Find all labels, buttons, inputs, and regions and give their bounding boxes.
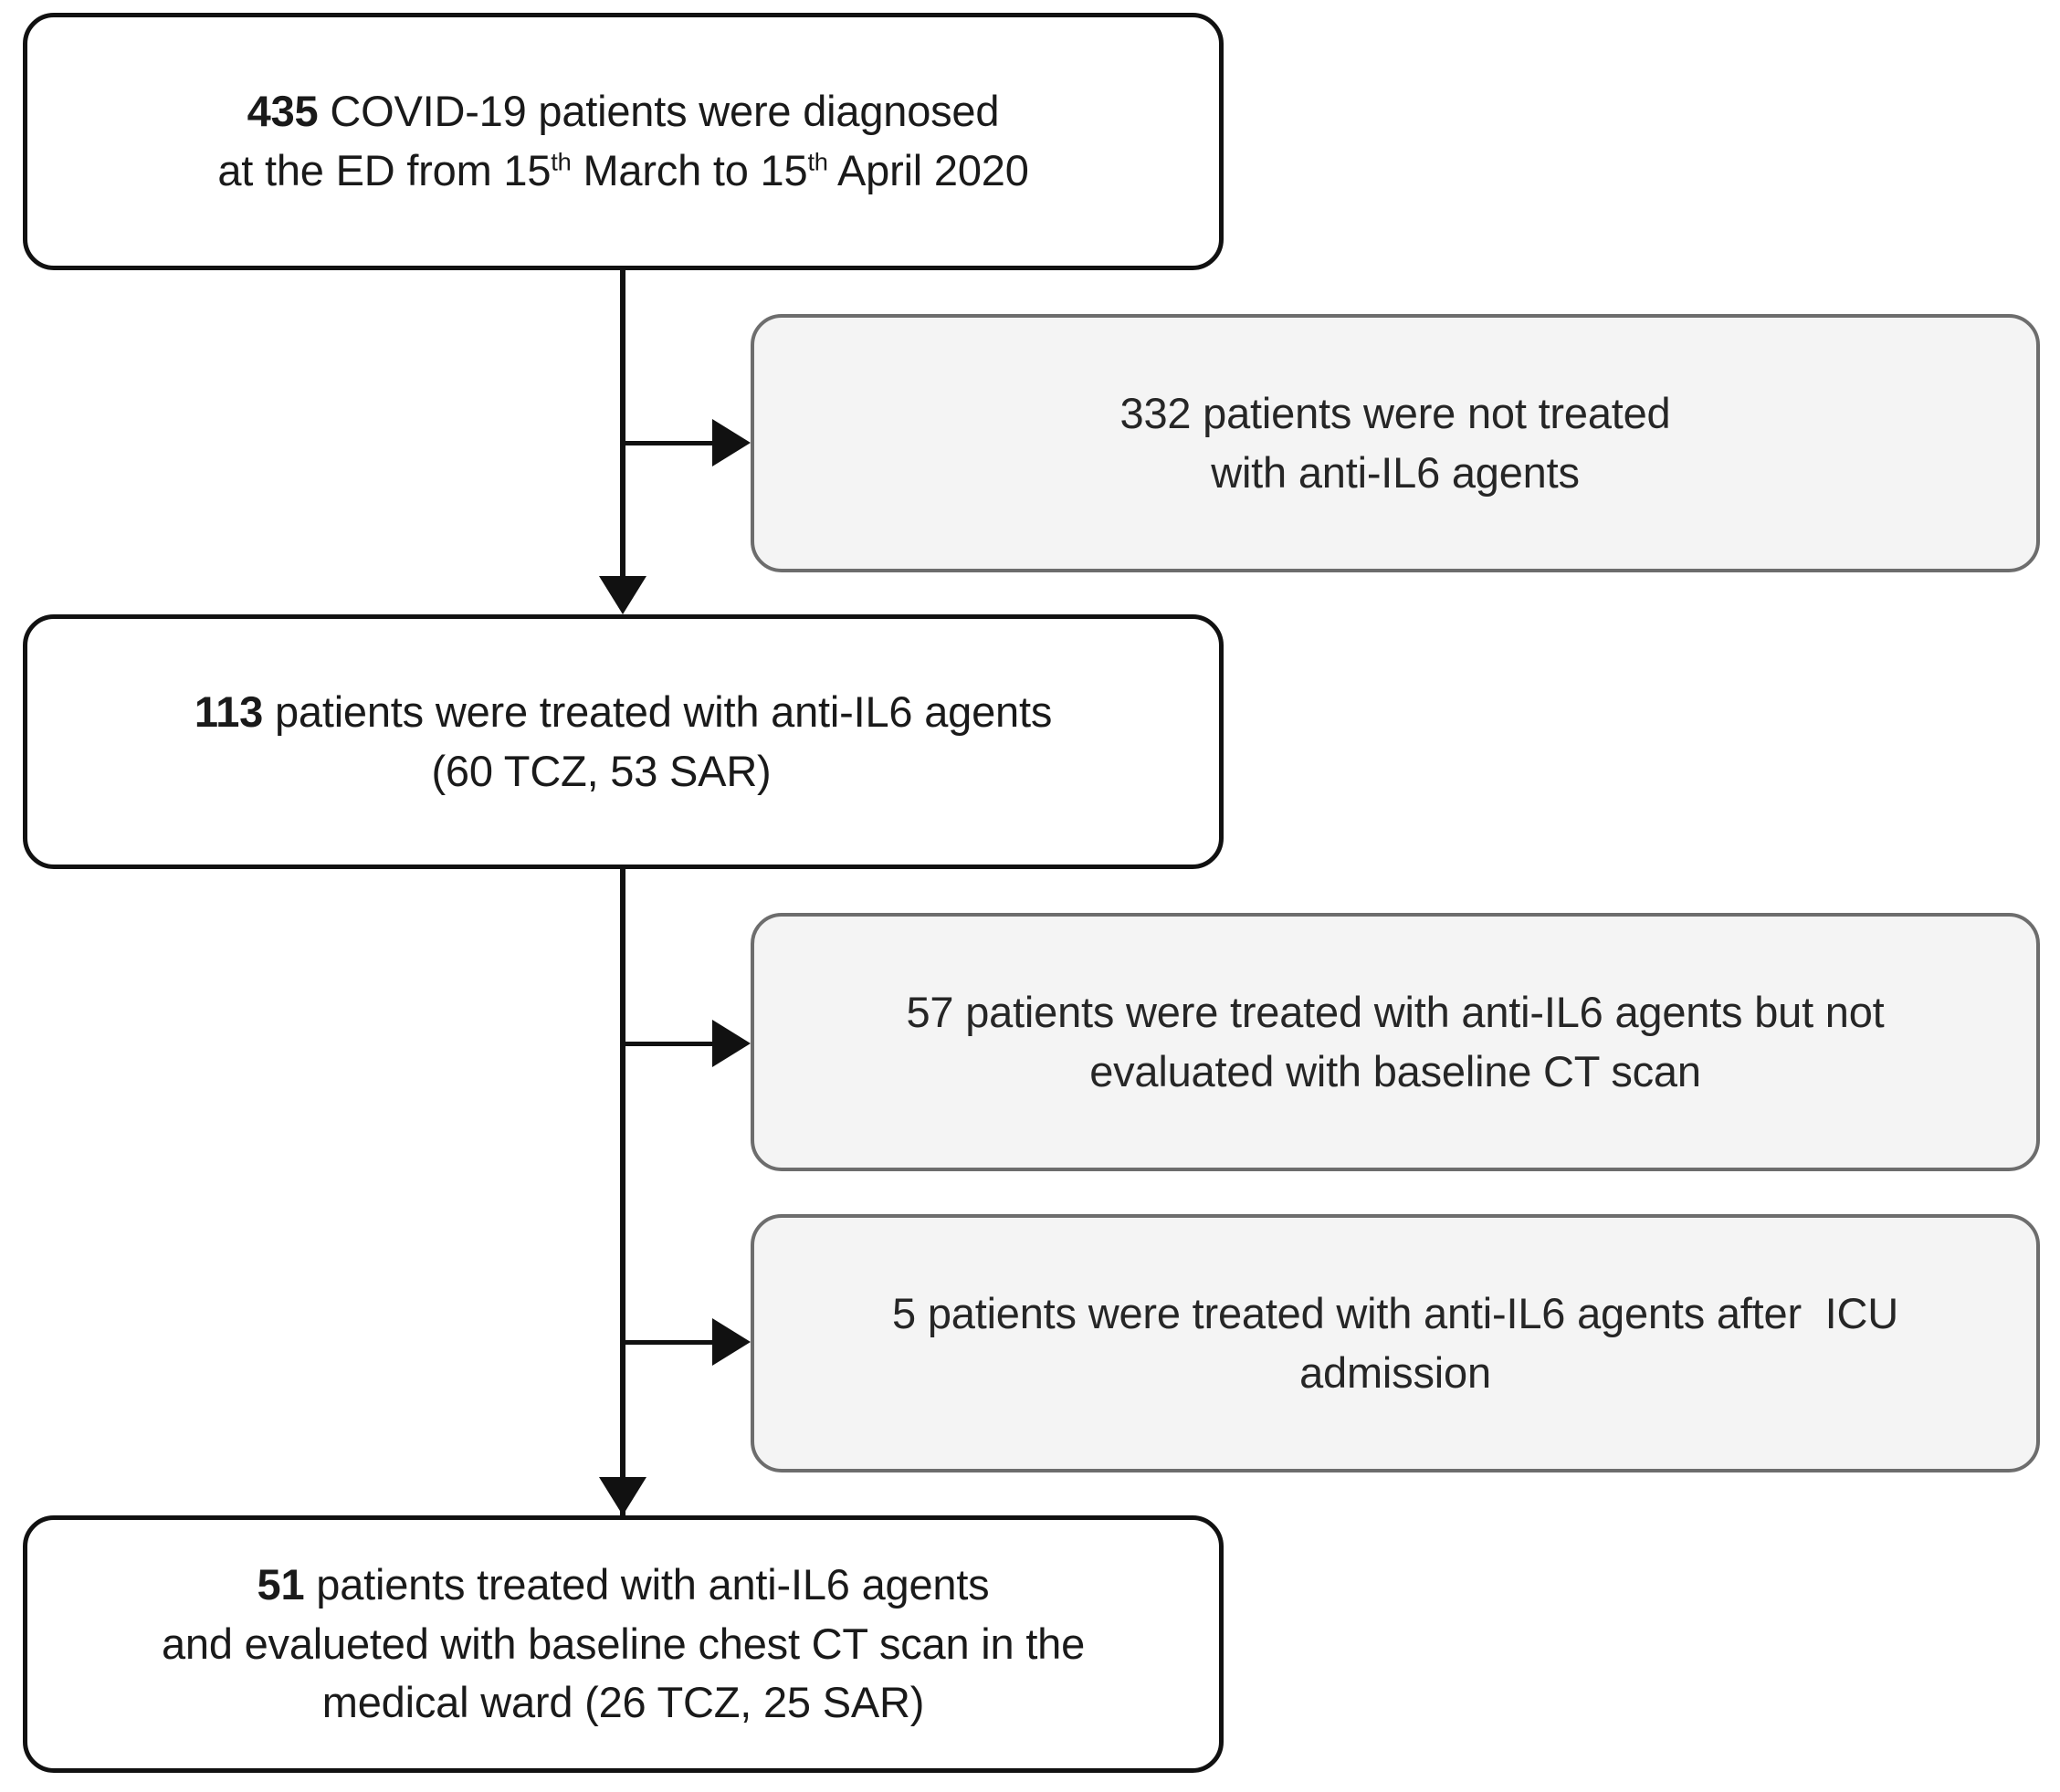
node-after-icu: 5 patients were treated with anti-IL6 ag… — [751, 1214, 2040, 1472]
node-final-cohort-count: 51 — [257, 1559, 305, 1609]
node-final-cohort-line2: and evalueted with baseline chest CT sca… — [161, 1619, 1086, 1668]
node-treated-count: 113 — [194, 686, 264, 736]
connector-diagnosed-to-treated-vertical — [620, 270, 625, 581]
node-diagnosed-count: 435 — [247, 87, 319, 136]
connector-treated-to-final-vertical — [620, 869, 625, 1515]
node-diagnosed: 435 COVID-19 patients were diagnosed at … — [23, 13, 1224, 270]
connector-treated-to-no-baseline-ct-horizontal — [620, 1042, 716, 1046]
node-after-icu-line1: 5 patients were treated with anti-IL6 ag… — [892, 1288, 1898, 1337]
node-diagnosed-text: 435 COVID-19 patients were diagnosed at … — [27, 82, 1219, 201]
node-treated: 113 patients were treated with anti-IL6 … — [23, 614, 1224, 869]
node-no-baseline-ct-line1: 57 patients were treated with anti-IL6 a… — [906, 987, 1885, 1036]
node-final-cohort-text: 51 patients treated with anti-IL6 agents… — [27, 1556, 1219, 1734]
arrowhead-into-after-icu — [712, 1318, 751, 1366]
node-diagnosed-line2: at the ED from 15th March to 15th April … — [217, 146, 1029, 194]
node-final-cohort-line3: medical ward (26 TCZ, 25 SAR) — [321, 1678, 925, 1727]
node-diagnosed-line1: 435 COVID-19 patients were diagnosed — [247, 87, 1000, 136]
node-no-baseline-ct-line2: evaluated with baseline CT scan — [1089, 1046, 1701, 1095]
arrowhead-into-final-cohort — [599, 1477, 646, 1515]
node-final-cohort-line1: 51 patients treated with anti-IL6 agents — [257, 1559, 990, 1609]
node-final-cohort: 51 patients treated with anti-IL6 agents… — [23, 1515, 1224, 1773]
arrowhead-into-not-treated — [712, 419, 751, 466]
connector-diagnosed-to-not-treated-horizontal — [620, 441, 716, 445]
node-after-icu-line2: admission — [1299, 1347, 1491, 1397]
arrowhead-into-treated — [599, 576, 646, 614]
node-treated-line2: (60 TCZ, 53 SAR) — [431, 746, 772, 795]
node-not-treated: 332 patients were not treated with anti-… — [751, 314, 2040, 572]
arrowhead-into-no-baseline-ct — [712, 1020, 751, 1067]
node-after-icu-text: 5 patients were treated with anti-IL6 ag… — [754, 1284, 2036, 1403]
node-no-baseline-ct-text: 57 patients were treated with anti-IL6 a… — [754, 983, 2036, 1102]
node-treated-text: 113 patients were treated with anti-IL6 … — [27, 683, 1219, 802]
connector-treated-to-after-icu-horizontal — [620, 1340, 716, 1345]
node-not-treated-text: 332 patients were not treated with anti-… — [754, 384, 2036, 503]
node-not-treated-line2: with anti-IL6 agents — [1211, 447, 1580, 497]
node-treated-line1: 113 patients were treated with anti-IL6 … — [194, 686, 1053, 736]
node-no-baseline-ct: 57 patients were treated with anti-IL6 a… — [751, 913, 2040, 1171]
node-not-treated-line1: 332 patients were not treated — [1119, 388, 1671, 437]
